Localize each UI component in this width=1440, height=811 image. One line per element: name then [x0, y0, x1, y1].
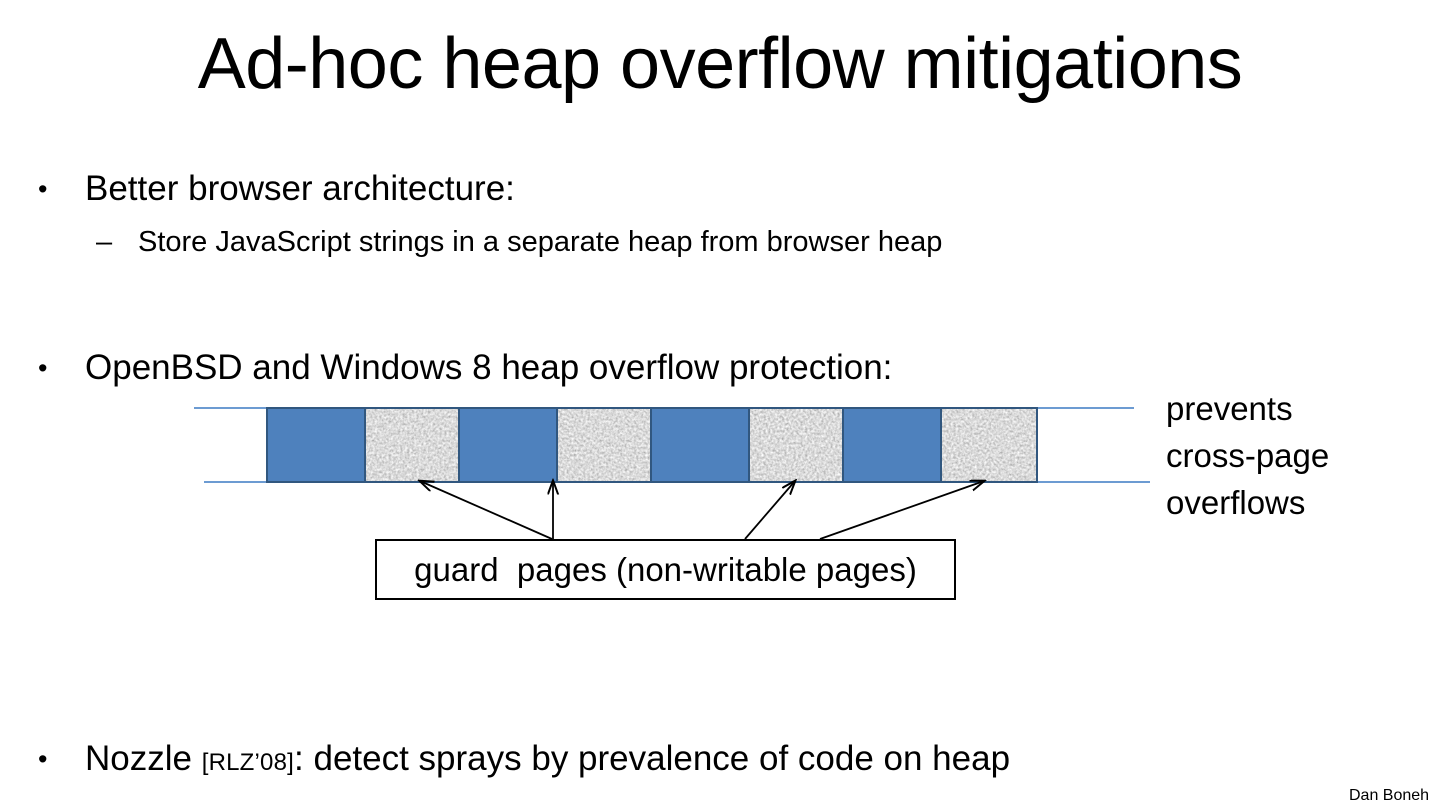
heap-extent-line-left-bottom — [204, 481, 268, 483]
bullet-item-2-label: OpenBSD and Windows 8 heap overflow prot… — [85, 348, 893, 387]
bullet-item-1-sub: – Store JavaScript strings in a separate… — [96, 224, 1396, 260]
nozzle-description: : detect sprays by prevalence of code on… — [294, 739, 1011, 778]
guard-page-block — [941, 409, 1036, 481]
heap-extent-line-left-top — [194, 407, 268, 409]
bullet-item-1-label: Better browser architecture: — [85, 169, 515, 208]
dash-marker-icon: – — [96, 226, 113, 258]
bullet-item-3: • Nozzle [RLZ’08]: detect sprays by prev… — [38, 738, 1378, 784]
guard-pages-callout: guard pages (non-writable pages) — [375, 539, 956, 600]
prevents-note-line-1: prevents — [1166, 390, 1293, 427]
bullet-marker-icon: • — [38, 744, 48, 774]
guard-page-block — [365, 409, 461, 481]
nozzle-name: Nozzle — [85, 739, 192, 778]
guard-page-block — [557, 409, 653, 481]
bullet-item-3-label: Nozzle [RLZ’08]: detect sprays by preval… — [85, 738, 1378, 784]
page-title: Ad-hoc heap overflow mitigations — [197, 24, 1243, 104]
allocated-heap-block — [844, 409, 942, 481]
prevents-overflow-note: prevents cross-page overflows — [1166, 385, 1426, 526]
bullet-marker-icon: • — [38, 353, 48, 383]
heap-layout-diagram — [190, 398, 1150, 493]
guard-page-block — [749, 409, 845, 481]
bullet-item-1: • Better browser architecture: — [38, 168, 1378, 210]
prevents-note-line-2: cross-page — [1166, 437, 1330, 474]
heap-extent-line-right-top — [1036, 407, 1134, 409]
heap-extent-line-right-bottom — [1036, 481, 1150, 483]
allocated-heap-block — [460, 409, 558, 481]
allocated-heap-block — [652, 409, 750, 481]
footer-credit: Dan Boneh — [1349, 787, 1430, 804]
allocated-heap-block — [268, 409, 366, 481]
guard-pages-callout-label: guard pages (non-writable pages) — [414, 550, 917, 588]
prevents-note-line-3: overflows — [1166, 484, 1306, 521]
nozzle-citation: [RLZ’08] — [201, 749, 295, 776]
bullet-marker-icon: • — [38, 174, 48, 204]
bullet-item-2: • OpenBSD and Windows 8 heap overflow pr… — [38, 347, 1378, 389]
heap-memory-bar — [266, 407, 1038, 483]
bullet-item-1-sub-label: Store JavaScript strings in a separate h… — [138, 226, 943, 258]
